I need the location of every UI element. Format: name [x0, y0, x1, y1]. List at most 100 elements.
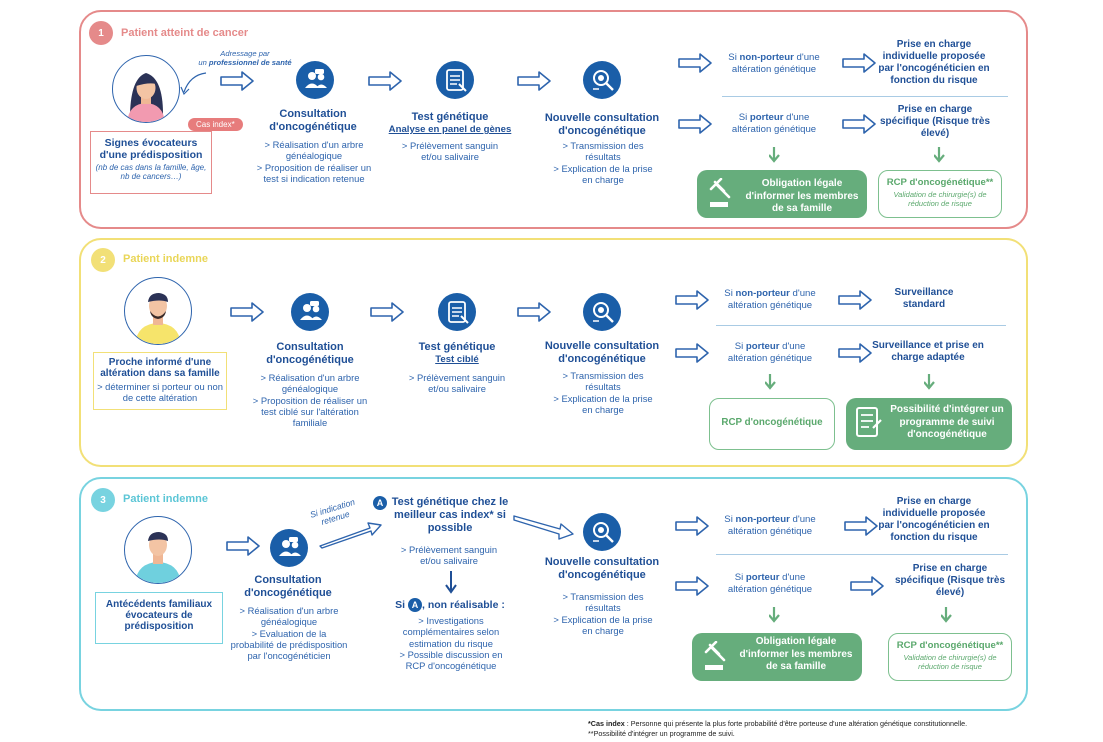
magnifier-icon	[583, 293, 621, 331]
flow-arrow	[220, 71, 254, 91]
test-items: > Prélèvement sanguin et/ou salivaire	[408, 372, 506, 395]
nouvelle-consultation-title: Nouvelle consultation d'oncogénétique	[544, 340, 660, 366]
consultation-title: Consultation d'oncogénétique	[269, 108, 357, 134]
test-subtitle: Test ciblé	[435, 354, 479, 365]
down-arrow	[941, 607, 953, 623]
cas-index-badge: Cas index*	[188, 118, 243, 131]
down-arrow	[765, 374, 777, 390]
avatar-woman	[112, 55, 180, 123]
obligation-legale-box: Obligation légale d'informer les membres…	[697, 170, 867, 218]
down-arrow-blue	[445, 571, 457, 594]
flow-arrow	[675, 343, 709, 363]
programme-suivi-box: Possibilité d'intégrer un programme de s…	[846, 398, 1012, 450]
rcp-box: RCP d'oncogénétique** Validation de chir…	[878, 170, 1002, 218]
investigations-items: > Investigations complémentaires selon e…	[399, 615, 503, 672]
prise-en-charge-specifique: Prise en charge spécifique (Risque très …	[879, 104, 991, 139]
nouvelle-consultation-items: > Transmission des résultats > Explicati…	[553, 591, 653, 636]
down-arrow	[769, 147, 781, 163]
obligation-legale-box: Obligation légale d'informer les membres…	[692, 633, 862, 681]
panel-patient-indemne-1	[79, 238, 1028, 467]
flow-arrow	[675, 576, 709, 596]
test-items: > Prélèvement sanguin et/ou salivaire	[400, 544, 498, 567]
nouvelle-consultation-title: Nouvelle consultation d'oncogénétique	[544, 556, 660, 582]
flow-arrow	[678, 114, 712, 134]
antecedents-text: Antécédents familiaux évocateurs de préd…	[105, 599, 213, 632]
consultation-title: Consultation d'oncogénétique	[244, 574, 332, 600]
prise-en-charge-individuelle: Prise en charge individuelle proposée pa…	[878, 496, 990, 543]
flow-arrow	[517, 302, 551, 322]
signes-title: Signes évocateurs d'une prédisposition	[99, 137, 203, 161]
avatar-man-2	[124, 516, 192, 584]
flow-arrow	[842, 114, 876, 134]
rcp-subtitle: Validation de chirurgie(s) de réduction …	[893, 190, 987, 208]
badge-a: A	[373, 496, 387, 510]
test-index-title: Test génétique chez le meilleur cas inde…	[391, 496, 509, 535]
down-arrow	[934, 147, 946, 163]
non-porteur-label: Si non-porteur d'une altération génétiqu…	[724, 288, 816, 311]
programme-text: Possibilité d'intégrer un programme de s…	[890, 404, 1004, 440]
flow-arrow	[850, 576, 884, 596]
rcp-subtitle: Validation de chirurgie(s) de réduction …	[903, 653, 997, 671]
flow-arrow	[370, 302, 404, 322]
separator	[722, 96, 1008, 97]
footnote-programme: **Possibilité d'intégrer un programme de…	[588, 729, 735, 738]
gavel-icon	[709, 178, 731, 207]
panel-number: 1	[89, 21, 113, 45]
footnote-cas-index: *Cas index : Personne qui présente la pl…	[588, 719, 968, 728]
proche-subtitle: > déterminer si porteur ou non de cette …	[97, 381, 223, 403]
signes-subtitle: (nb de cas dans la famille, âge, nb de c…	[95, 163, 207, 181]
down-arrow	[769, 607, 781, 623]
diagonal-arrow	[319, 522, 382, 549]
flow-arrow	[678, 53, 712, 73]
antecedents-box: Antécédents familiaux évocateurs de préd…	[95, 592, 223, 644]
rcp-box: RCP d'oncogénétique	[709, 398, 835, 450]
rcp-box: RCP d'oncogénétique** Validation de chir…	[888, 633, 1012, 681]
consultation-icon	[291, 293, 329, 331]
panel-patient-cancer	[79, 10, 1028, 229]
panel-title: Patient atteint de cancer	[121, 27, 249, 39]
flow-arrow	[838, 343, 872, 363]
down-arrow	[924, 374, 936, 390]
porteur-label: Si porteur d'une altération génétique	[727, 572, 813, 595]
signes-box: Signes évocateurs d'une prédisposition (…	[90, 131, 212, 194]
surveillance-adaptee: Surveillance et prise en charge adaptée	[872, 340, 984, 363]
prise-en-charge-specifique: Prise en charge spécifique (Risque très …	[894, 563, 1006, 598]
flow-arrow	[230, 302, 264, 322]
adressage-arrow	[180, 72, 207, 96]
flow-arrow	[226, 536, 260, 556]
obligation-text: Obligation légale d'informer les membres…	[739, 636, 853, 672]
gavel-icon	[704, 641, 726, 670]
consultation-items: > Réalisation d'un arbre généalogique > …	[230, 605, 348, 662]
flow-arrow	[844, 516, 878, 536]
nouvelle-consultation-items: > Transmission des résultats > Explicati…	[553, 140, 653, 185]
surveillance-standard: Surveillance standard	[894, 287, 954, 310]
clipboard-dna-icon	[436, 61, 474, 99]
test-subtitle: Analyse en panel de gènes	[388, 124, 512, 135]
rcp-title: RCP d'oncogénétique**	[896, 640, 1004, 651]
flow-arrow	[675, 290, 709, 310]
test-items: > Prélèvement sanguin et/ou salivaire	[401, 140, 499, 163]
avatar-man	[124, 277, 192, 345]
non-realisable-label: Si A, non réalisable :	[395, 598, 505, 612]
panel-title: Patient indemne	[123, 493, 208, 505]
test-title: Test génétique	[411, 111, 489, 123]
flow-arrow	[842, 53, 876, 73]
consultation-items: > Réalisation d'un arbre généalogique > …	[252, 372, 368, 429]
flow-arrow	[368, 71, 402, 91]
flow-arrow	[517, 71, 551, 91]
magnifier-icon	[583, 513, 621, 551]
nouvelle-consultation-title: Nouvelle consultation d'oncogénétique	[544, 112, 660, 138]
consultation-title: Consultation d'oncogénétique	[266, 341, 354, 367]
porteur-label: Si porteur d'une altération génétique	[731, 112, 817, 135]
consultation-items: > Réalisation d'un arbre généalogique > …	[256, 139, 372, 184]
flow-arrow	[675, 516, 709, 536]
test-title: Test génétique	[418, 341, 496, 353]
nouvelle-consultation-items: > Transmission des résultats > Explicati…	[553, 370, 653, 415]
non-porteur-label: Si non-porteur d'une altération génétiqu…	[724, 514, 816, 537]
magnifier-icon	[583, 61, 621, 99]
proche-box: Proche informé d'une altération dans sa …	[93, 352, 227, 410]
separator	[716, 554, 1008, 555]
panel-number: 2	[91, 248, 115, 272]
porteur-label: Si porteur d'une altération génétique	[727, 341, 813, 364]
